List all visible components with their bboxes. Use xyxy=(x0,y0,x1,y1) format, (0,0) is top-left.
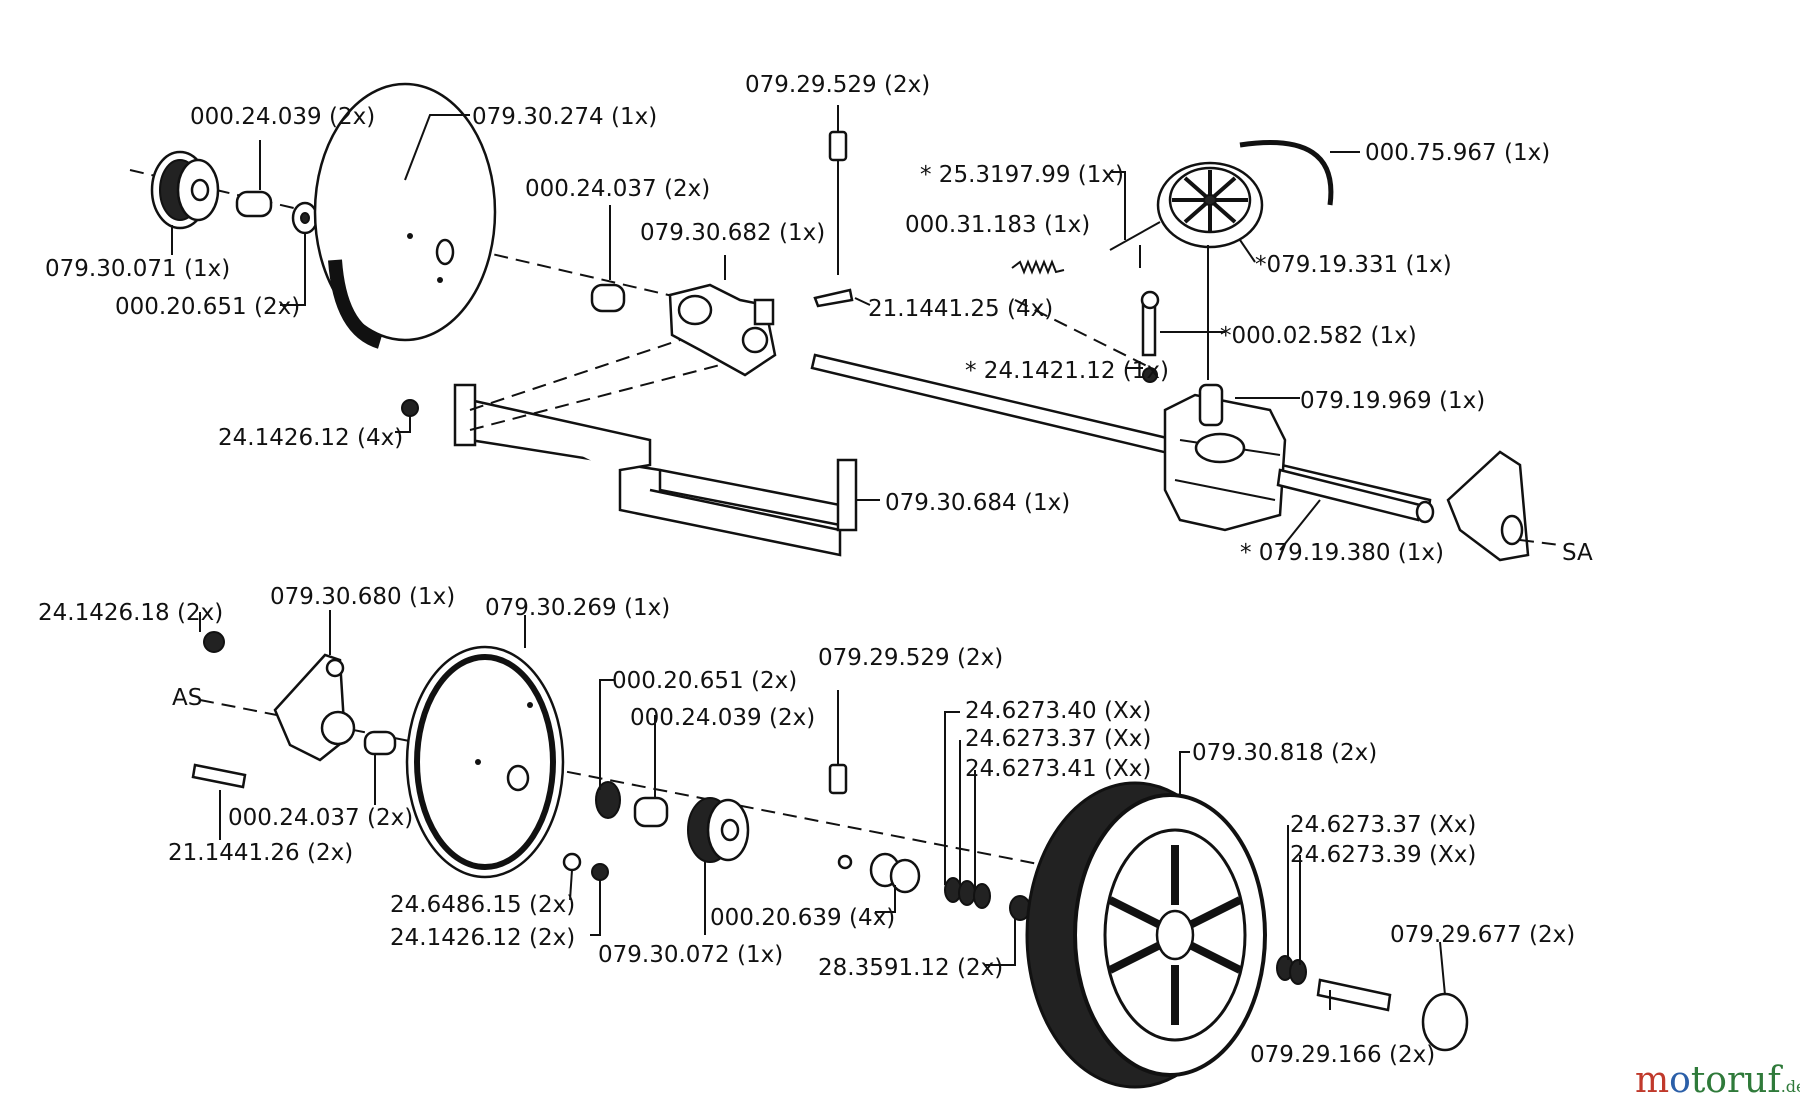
label-24-1421-12: * 24.1421.12 (1x) xyxy=(965,358,1169,384)
pin-washer-part xyxy=(837,854,853,870)
label-000-31-183: 000.31.183 (1x) xyxy=(905,212,1090,238)
pin-part-bottom xyxy=(828,763,848,795)
washer-small-part xyxy=(562,852,582,872)
label-000-24-037: 000.24.037 (2x) xyxy=(525,176,710,202)
label-24-6273-40: 24.6273.40 (Xx) xyxy=(965,698,1151,724)
axle-part xyxy=(1276,468,1435,524)
label-as: AS xyxy=(172,685,202,711)
right-bracket-part xyxy=(1446,450,1561,562)
label-sa: SA xyxy=(1562,540,1593,566)
top-assembly-drawing xyxy=(129,82,1561,562)
wheel-bracket-part xyxy=(273,653,356,762)
bottom-labels: 24.1426.18 (2x) 079.30.680 (1x) 079.30.2… xyxy=(38,584,1575,1068)
label-079-30-071: 079.30.071 (1x) xyxy=(45,256,230,282)
label-21-1441-25: 21.1441.25 (4x) xyxy=(868,296,1053,322)
nut-part xyxy=(401,399,419,417)
top-labels: 000.24.039 (2x) 079.30.274 (1x) 079.30.0… xyxy=(45,72,1593,566)
ring-b-part xyxy=(958,880,976,906)
drive-gear-part-bottom xyxy=(687,797,750,863)
label-079-29-529-top: 079.29.529 (2x) xyxy=(745,72,930,98)
label-000-24-039-bottom: 000.24.039 (2x) xyxy=(630,705,815,731)
axle-bolt-part xyxy=(1316,978,1392,1012)
wheel-cover-disc-part xyxy=(313,82,497,349)
label-25-3197-99: * 25.3197.99 (1x) xyxy=(920,162,1124,188)
label-000-02-582: *000.02.582 (1x) xyxy=(1220,323,1417,349)
label-079-30-818: 079.30.818 (2x) xyxy=(1192,740,1377,766)
label-079-30-680: 079.30.680 (1x) xyxy=(270,584,455,610)
label-079-30-682: 079.30.682 (1x) xyxy=(640,220,825,246)
washer-part xyxy=(595,781,621,819)
cable-pin-part xyxy=(1109,221,1161,251)
u-frame-part xyxy=(453,383,858,557)
label-28-3591-12: 28.3591.12 (2x) xyxy=(818,955,1003,981)
label-24-6273-39: 24.6273.39 (Xx) xyxy=(1290,842,1476,868)
cap-nut-part xyxy=(203,631,225,653)
motoruf-watermark: motoruf.de xyxy=(1635,1060,1800,1101)
label-000-20-651-bottom: 000.20.651 (2x) xyxy=(612,668,797,694)
bolt-part xyxy=(191,763,247,789)
washer-b-part xyxy=(889,858,921,894)
label-24-1426-18: 24.1426.18 (2x) xyxy=(38,600,223,626)
label-24-6273-37: 24.6273.37 (Xx) xyxy=(965,726,1151,752)
nut-part-bottom xyxy=(591,863,609,881)
label-079-30-269: 079.30.269 (1x) xyxy=(485,595,670,621)
spacer-part xyxy=(590,283,626,313)
label-079-19-969: 079.19.969 (1x) xyxy=(1300,388,1485,414)
pulley-part xyxy=(1156,161,1264,249)
label-21-1441-26: 21.1441.26 (2x) xyxy=(168,840,353,866)
rod-part xyxy=(1140,290,1160,383)
label-24-1426-12-bottom: 24.1426.12 (2x) xyxy=(390,925,575,951)
label-000-75-967: 000.75.967 (1x) xyxy=(1365,140,1550,166)
watermark-text: motoruf.de xyxy=(1635,1060,1800,1101)
gearbox-part xyxy=(1163,383,1287,532)
wheel-part xyxy=(1025,781,1267,1089)
label-079-30-684: 079.30.684 (1x) xyxy=(885,490,1070,516)
axle-bracket-part xyxy=(668,283,777,377)
belt-part xyxy=(1239,140,1334,206)
label-000-20-639: 000.20.639 (4x) xyxy=(710,905,895,931)
label-000-24-037-bottom: 000.24.037 (2x) xyxy=(228,805,413,831)
label-24-1426-12-top: 24.1426.12 (4x) xyxy=(218,425,403,451)
label-079-29-677: 079.29.677 (2x) xyxy=(1390,922,1575,948)
bottom-assembly-drawing xyxy=(191,631,1469,1089)
label-079-30-274: 079.30.274 (1x) xyxy=(472,104,657,130)
bushing-part xyxy=(235,190,319,235)
label-000-20-651: 000.20.651 (2x) xyxy=(115,294,300,320)
leader-lines xyxy=(171,105,1446,1010)
label-079-19-380: * 079.19.380 (1x) xyxy=(1240,540,1444,566)
label-24-6273-41: 24.6273.41 (Xx) xyxy=(965,756,1151,782)
label-079-29-166: 079.29.166 (2x) xyxy=(1250,1042,1435,1068)
spring-part xyxy=(1011,259,1065,275)
spacer-part-bottom xyxy=(363,730,397,756)
label-079-30-072: 079.30.072 (1x) xyxy=(598,942,783,968)
screw-part xyxy=(813,288,854,308)
ring-c-part xyxy=(973,883,991,909)
label-24-6486-15: 24.6486.15 (2x) xyxy=(390,892,575,918)
drive-gear-part xyxy=(150,150,220,230)
label-000-24-039: 000.24.039 (2x) xyxy=(190,104,375,130)
bushing-part-bottom xyxy=(633,796,669,828)
pin-part xyxy=(828,130,848,162)
wheel-cover-disc-part-bottom xyxy=(405,645,565,879)
label-079-29-529-bottom: 079.29.529 (2x) xyxy=(818,645,1003,671)
ring-e-part xyxy=(1289,959,1307,985)
label-079-19-331: *079.19.331 (1x) xyxy=(1255,252,1452,278)
label-24-6273-37-right: 24.6273.37 (Xx) xyxy=(1290,812,1476,838)
